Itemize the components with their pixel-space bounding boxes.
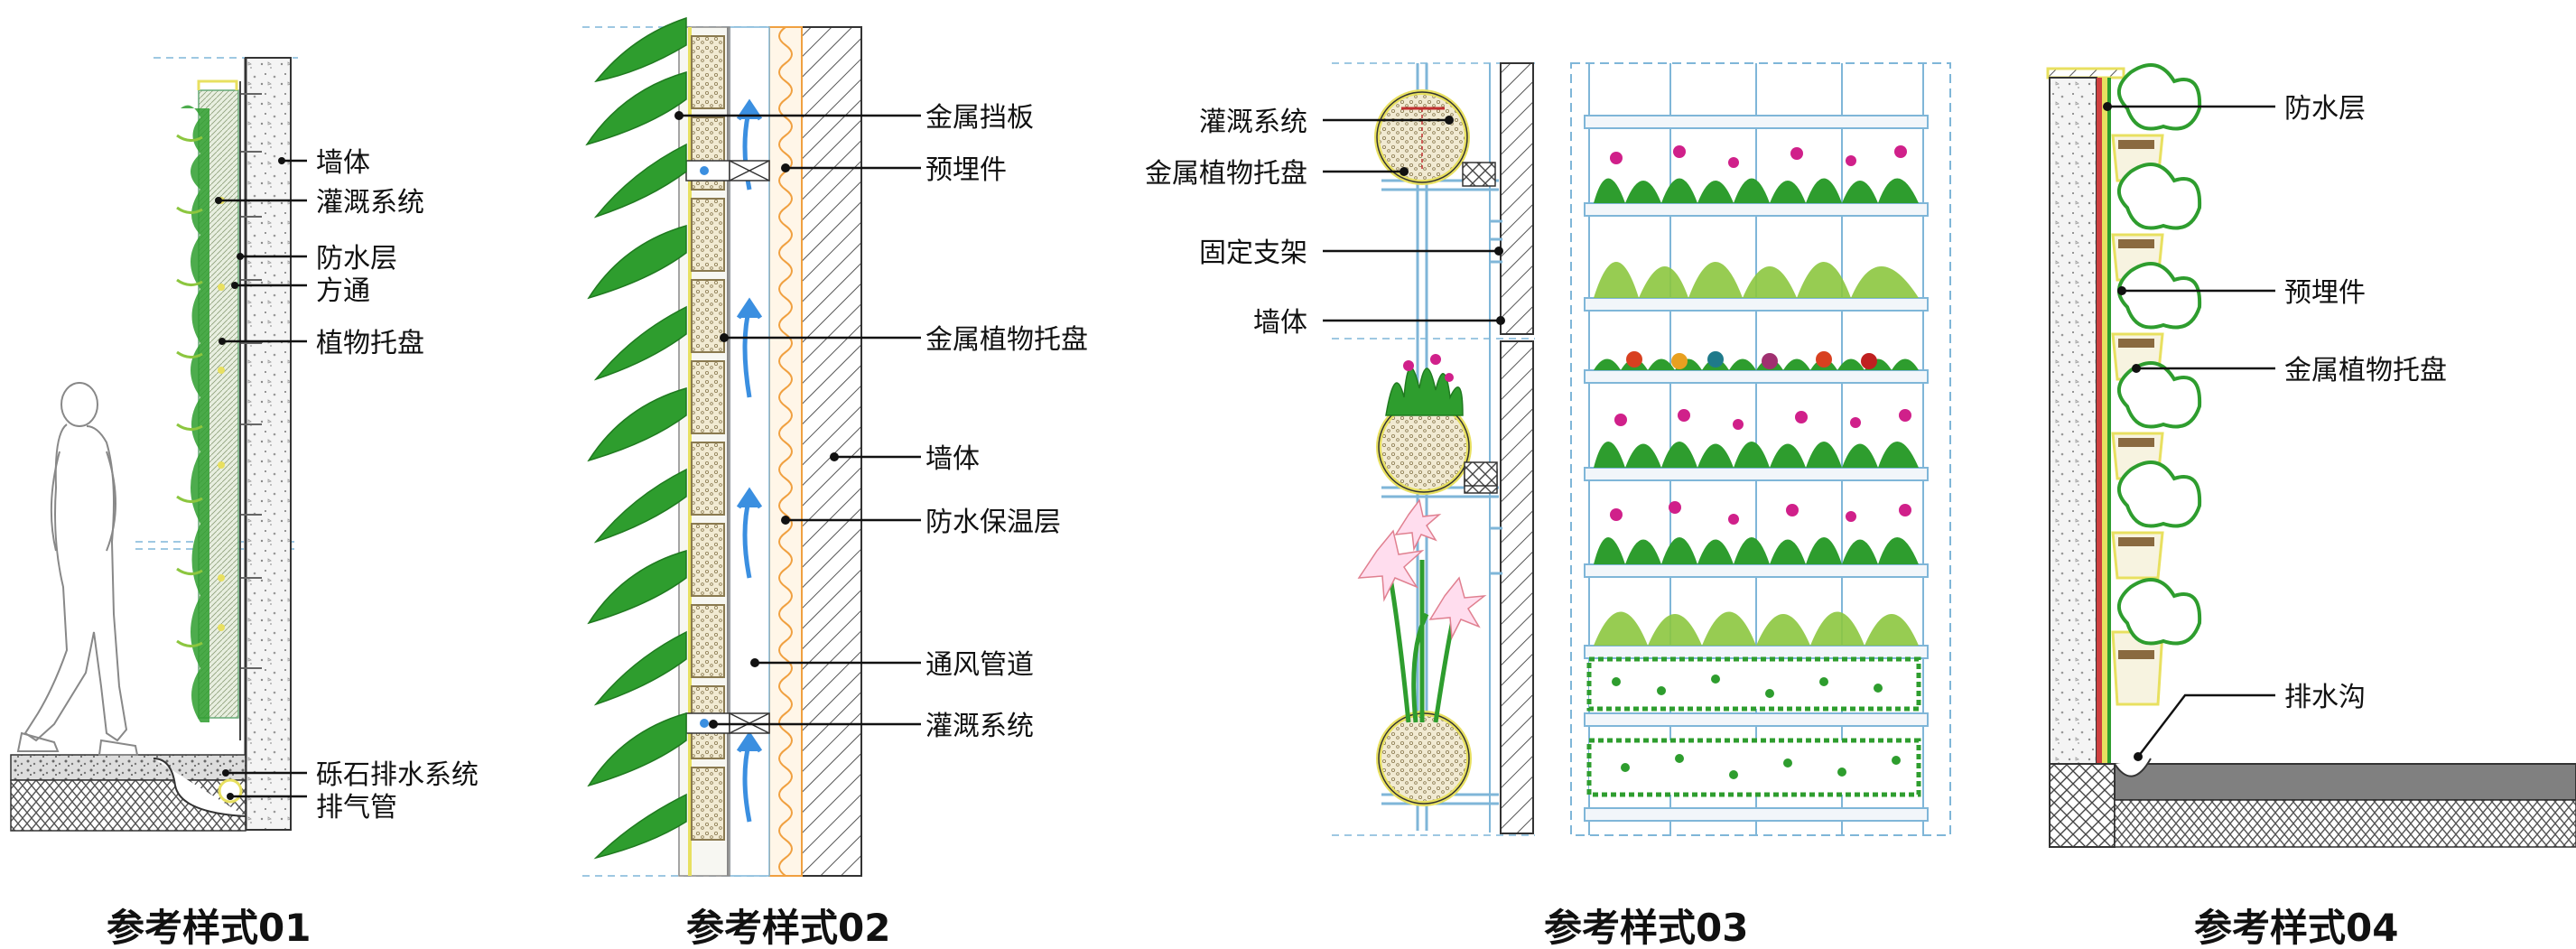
caption-03: 参考样式03: [1544, 906, 1748, 949]
label-waterproof-insulation: 防水保温层: [925, 507, 1061, 538]
drain-ditch-surface: [2114, 763, 2576, 801]
caption-01: 参考样式01: [107, 906, 311, 949]
panel-01: 墙体 灌溉系统 防水层 方通 植物托盘 砾石排水系统 排气管 参考样式01: [10, 57, 479, 949]
label-plant-tray: 植物托盘: [316, 328, 424, 359]
label-drainage-ditch: 排水沟: [2284, 682, 2366, 713]
label-metal-plant-tray: 金属植物托盘: [925, 324, 1088, 356]
label-irrigation-system: 灌溉系统: [1199, 107, 1307, 138]
label-square-tube: 方通: [316, 275, 370, 307]
plant-strip: [176, 105, 209, 722]
label-wall: 墙体: [925, 443, 980, 475]
panel-04: 防水层 预埋件 金属植物托盘 排水沟 参考样式04: [2046, 63, 2576, 949]
caption-02: 参考样式02: [686, 906, 890, 949]
pot-middle: [1376, 354, 1498, 495]
panel-02: 金属挡板 预埋件 金属植物托盘 墙体 防水保温层 通风管道 灌溉系统 参考样式0…: [582, 16, 1088, 949]
wall-section: [2049, 77, 2097, 765]
green-wall-elevation: [1570, 62, 1951, 836]
person-figure: [16, 382, 139, 756]
label-wall: 墙体: [1253, 307, 1307, 339]
tray-plant-stack: [2111, 63, 2202, 706]
label-exhaust-pipe: 排气管: [316, 792, 397, 823]
label-metal-baffle: 金属挡板: [925, 102, 1034, 134]
pot-lower: [1357, 461, 1498, 806]
pot-upper: [1374, 89, 1496, 187]
label-waterproof-layer: 防水层: [316, 243, 397, 274]
wall-section: [245, 57, 292, 831]
label-waterproof-layer: 防水层: [2284, 93, 2366, 125]
label-irrigation-system: 灌溉系统: [925, 711, 1034, 742]
wall-hatch: [801, 26, 862, 877]
label-embedded-part: 预埋件: [2284, 277, 2366, 309]
wall-hatch-upper: [1500, 62, 1534, 335]
plant-leaves: [585, 16, 687, 860]
panel-03: 灌溉系统 金属植物托盘 固定支架 墙体 参考样式03: [1145, 62, 1951, 949]
label-irrigation-system: 灌溉系统: [316, 187, 424, 219]
label-ventilation-duct: 通风管道: [925, 649, 1034, 681]
label-gravel-drainage: 砾石排水系统: [316, 759, 479, 791]
tray-stack: [691, 35, 725, 841]
label-metal-plant-tray: 金属植物托盘: [1145, 158, 1307, 190]
label-fixed-bracket: 固定支架: [1199, 237, 1307, 269]
label-metal-plant-tray: 金属植物托盘: [2284, 355, 2447, 386]
caption-04: 参考样式04: [2194, 906, 2398, 949]
wall-hatch-lower: [1500, 340, 1534, 834]
airflow-arrows: [736, 98, 763, 823]
label-embedded-part: 预埋件: [925, 154, 1007, 186]
label-wall: 墙体: [316, 147, 370, 179]
